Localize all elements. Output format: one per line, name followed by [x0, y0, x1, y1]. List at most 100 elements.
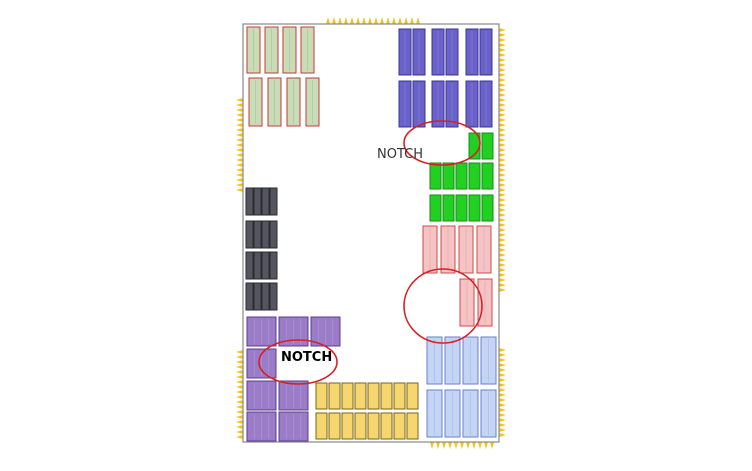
pin [499, 223, 506, 227]
pin [332, 17, 336, 24]
pin [490, 442, 494, 449]
pin [499, 253, 506, 257]
pin [236, 390, 243, 394]
pin [499, 263, 506, 267]
yellow-block [354, 382, 367, 410]
dark-block [253, 251, 262, 280]
pin [499, 243, 506, 247]
pin [499, 68, 506, 72]
pin [236, 183, 243, 187]
pin [499, 133, 506, 137]
notch-label-bottom: NOTCH [281, 350, 333, 365]
pin-layer [236, 17, 506, 449]
pin [499, 198, 506, 202]
dark-block [245, 251, 254, 280]
pin [368, 17, 372, 24]
pin [236, 435, 243, 439]
dark-block [269, 251, 278, 280]
bright-green-block [481, 132, 494, 160]
pin [499, 83, 506, 87]
pin [236, 350, 243, 354]
pin [350, 17, 354, 24]
yellow-block [393, 412, 406, 440]
pin [499, 98, 506, 102]
yellow-block [380, 382, 393, 410]
pin [499, 38, 506, 42]
pin [236, 405, 243, 409]
pin [499, 173, 506, 177]
pin [236, 375, 243, 379]
pin [442, 442, 446, 449]
pin [499, 73, 506, 77]
pin [499, 423, 506, 427]
bright-green-block [455, 162, 468, 190]
pin [416, 17, 420, 24]
bright-green-block [429, 194, 442, 222]
pin [499, 28, 506, 32]
pin [236, 415, 243, 419]
yellow-block [341, 412, 354, 440]
dark-block [261, 282, 270, 311]
pin [499, 113, 506, 117]
pin [499, 213, 506, 217]
pin [236, 138, 243, 142]
pin [499, 268, 506, 272]
dark-block [261, 220, 270, 249]
bright-green-block [468, 162, 481, 190]
pin [236, 108, 243, 112]
yellow-block [367, 412, 380, 440]
pin [326, 17, 330, 24]
pin [236, 113, 243, 117]
pin [236, 360, 243, 364]
dark-block [253, 220, 262, 249]
pin [236, 188, 243, 192]
pin [236, 158, 243, 162]
pin [236, 400, 243, 404]
dark-block [269, 220, 278, 249]
pin [380, 17, 384, 24]
pin [236, 410, 243, 414]
pin [499, 433, 506, 437]
pin [499, 58, 506, 62]
pin [499, 233, 506, 237]
pin [499, 78, 506, 82]
block-layer [245, 26, 497, 442]
yellow-block [354, 412, 367, 440]
bright-green-block [429, 162, 442, 190]
pin [236, 143, 243, 147]
pin [499, 273, 506, 277]
pin [499, 353, 506, 357]
pin [499, 128, 506, 132]
bright-green-block [481, 162, 494, 190]
bright-green-block [481, 194, 494, 222]
pin [236, 178, 243, 182]
pin [472, 442, 476, 449]
pin [499, 183, 506, 187]
dark-block [253, 187, 262, 216]
pin [499, 33, 506, 37]
yellow-block [315, 382, 328, 410]
pin [236, 98, 243, 102]
yellow-block [406, 412, 419, 440]
pin [236, 425, 243, 429]
pin [499, 238, 506, 242]
pin [436, 442, 440, 449]
pin [499, 218, 506, 222]
pin [236, 385, 243, 389]
yellow-block [406, 382, 419, 410]
yellow-block [328, 382, 341, 410]
pin [499, 378, 506, 382]
pin [499, 138, 506, 142]
pin [466, 442, 470, 449]
pin [236, 370, 243, 374]
pin [499, 418, 506, 422]
pin [356, 17, 360, 24]
pin [344, 17, 348, 24]
pin [499, 408, 506, 412]
pin [236, 163, 243, 167]
pin [386, 17, 390, 24]
pin [499, 388, 506, 392]
yellow-block [328, 412, 341, 440]
yellow-block [341, 382, 354, 410]
dark-block [269, 187, 278, 216]
